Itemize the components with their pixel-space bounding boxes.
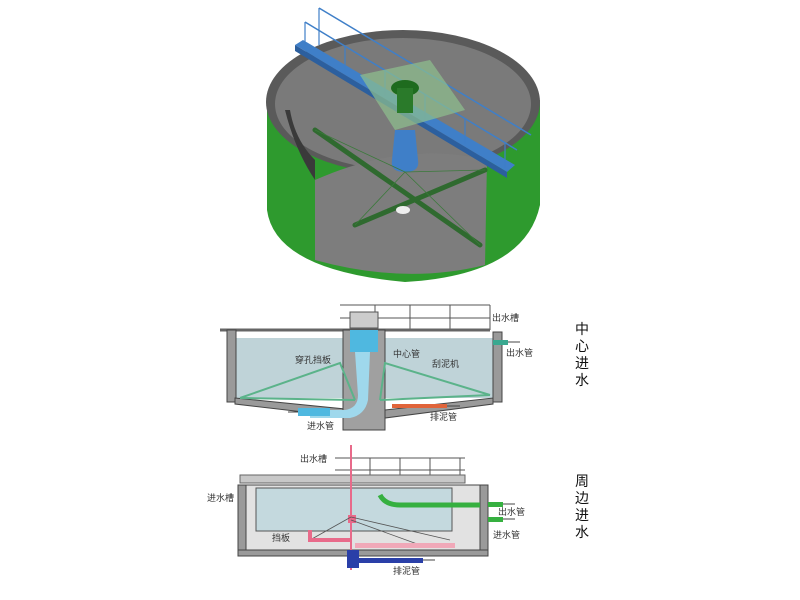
label-sludge-pipe: 排泥管: [393, 567, 421, 577]
label-outlet-pipe: 出水管: [498, 508, 526, 518]
peripheral-feed-drawing: [237, 445, 515, 570]
title-peripheral-feed: 周边进水: [575, 474, 589, 541]
label-perforated-baffle: 穿孔挡板: [295, 356, 332, 366]
label-outlet-pipe: 出水管: [506, 349, 534, 359]
label-inlet-pipe: 进水管: [493, 531, 521, 541]
label-baffle: 挡板: [272, 534, 291, 544]
label-sludge-pipe: 排泥管: [430, 413, 458, 423]
label-inlet-pipe: 进水管: [307, 422, 335, 432]
label-inlet-trough: 进水槽: [207, 494, 235, 504]
label-center-pipe: 中心管: [393, 350, 421, 360]
peripheral-feed-section: 出水槽 进水槽 出水管 进水管 挡板 排泥管: [190, 445, 550, 595]
label-outlet-trough: 出水槽: [300, 455, 328, 465]
clarifier-3d-drawing: [266, 7, 540, 282]
center-feed-drawing: [220, 304, 520, 431]
label-scraper: 刮泥机: [432, 360, 460, 370]
clarifier-3d-view: [255, 0, 555, 290]
center-feed-section: 出水槽 出水管 穿孔挡板 中心管 刮泥机 进水管 排泥管: [210, 300, 550, 440]
label-outlet-trough: 出水槽: [492, 314, 520, 324]
title-center-feed: 中心进水: [575, 322, 589, 389]
